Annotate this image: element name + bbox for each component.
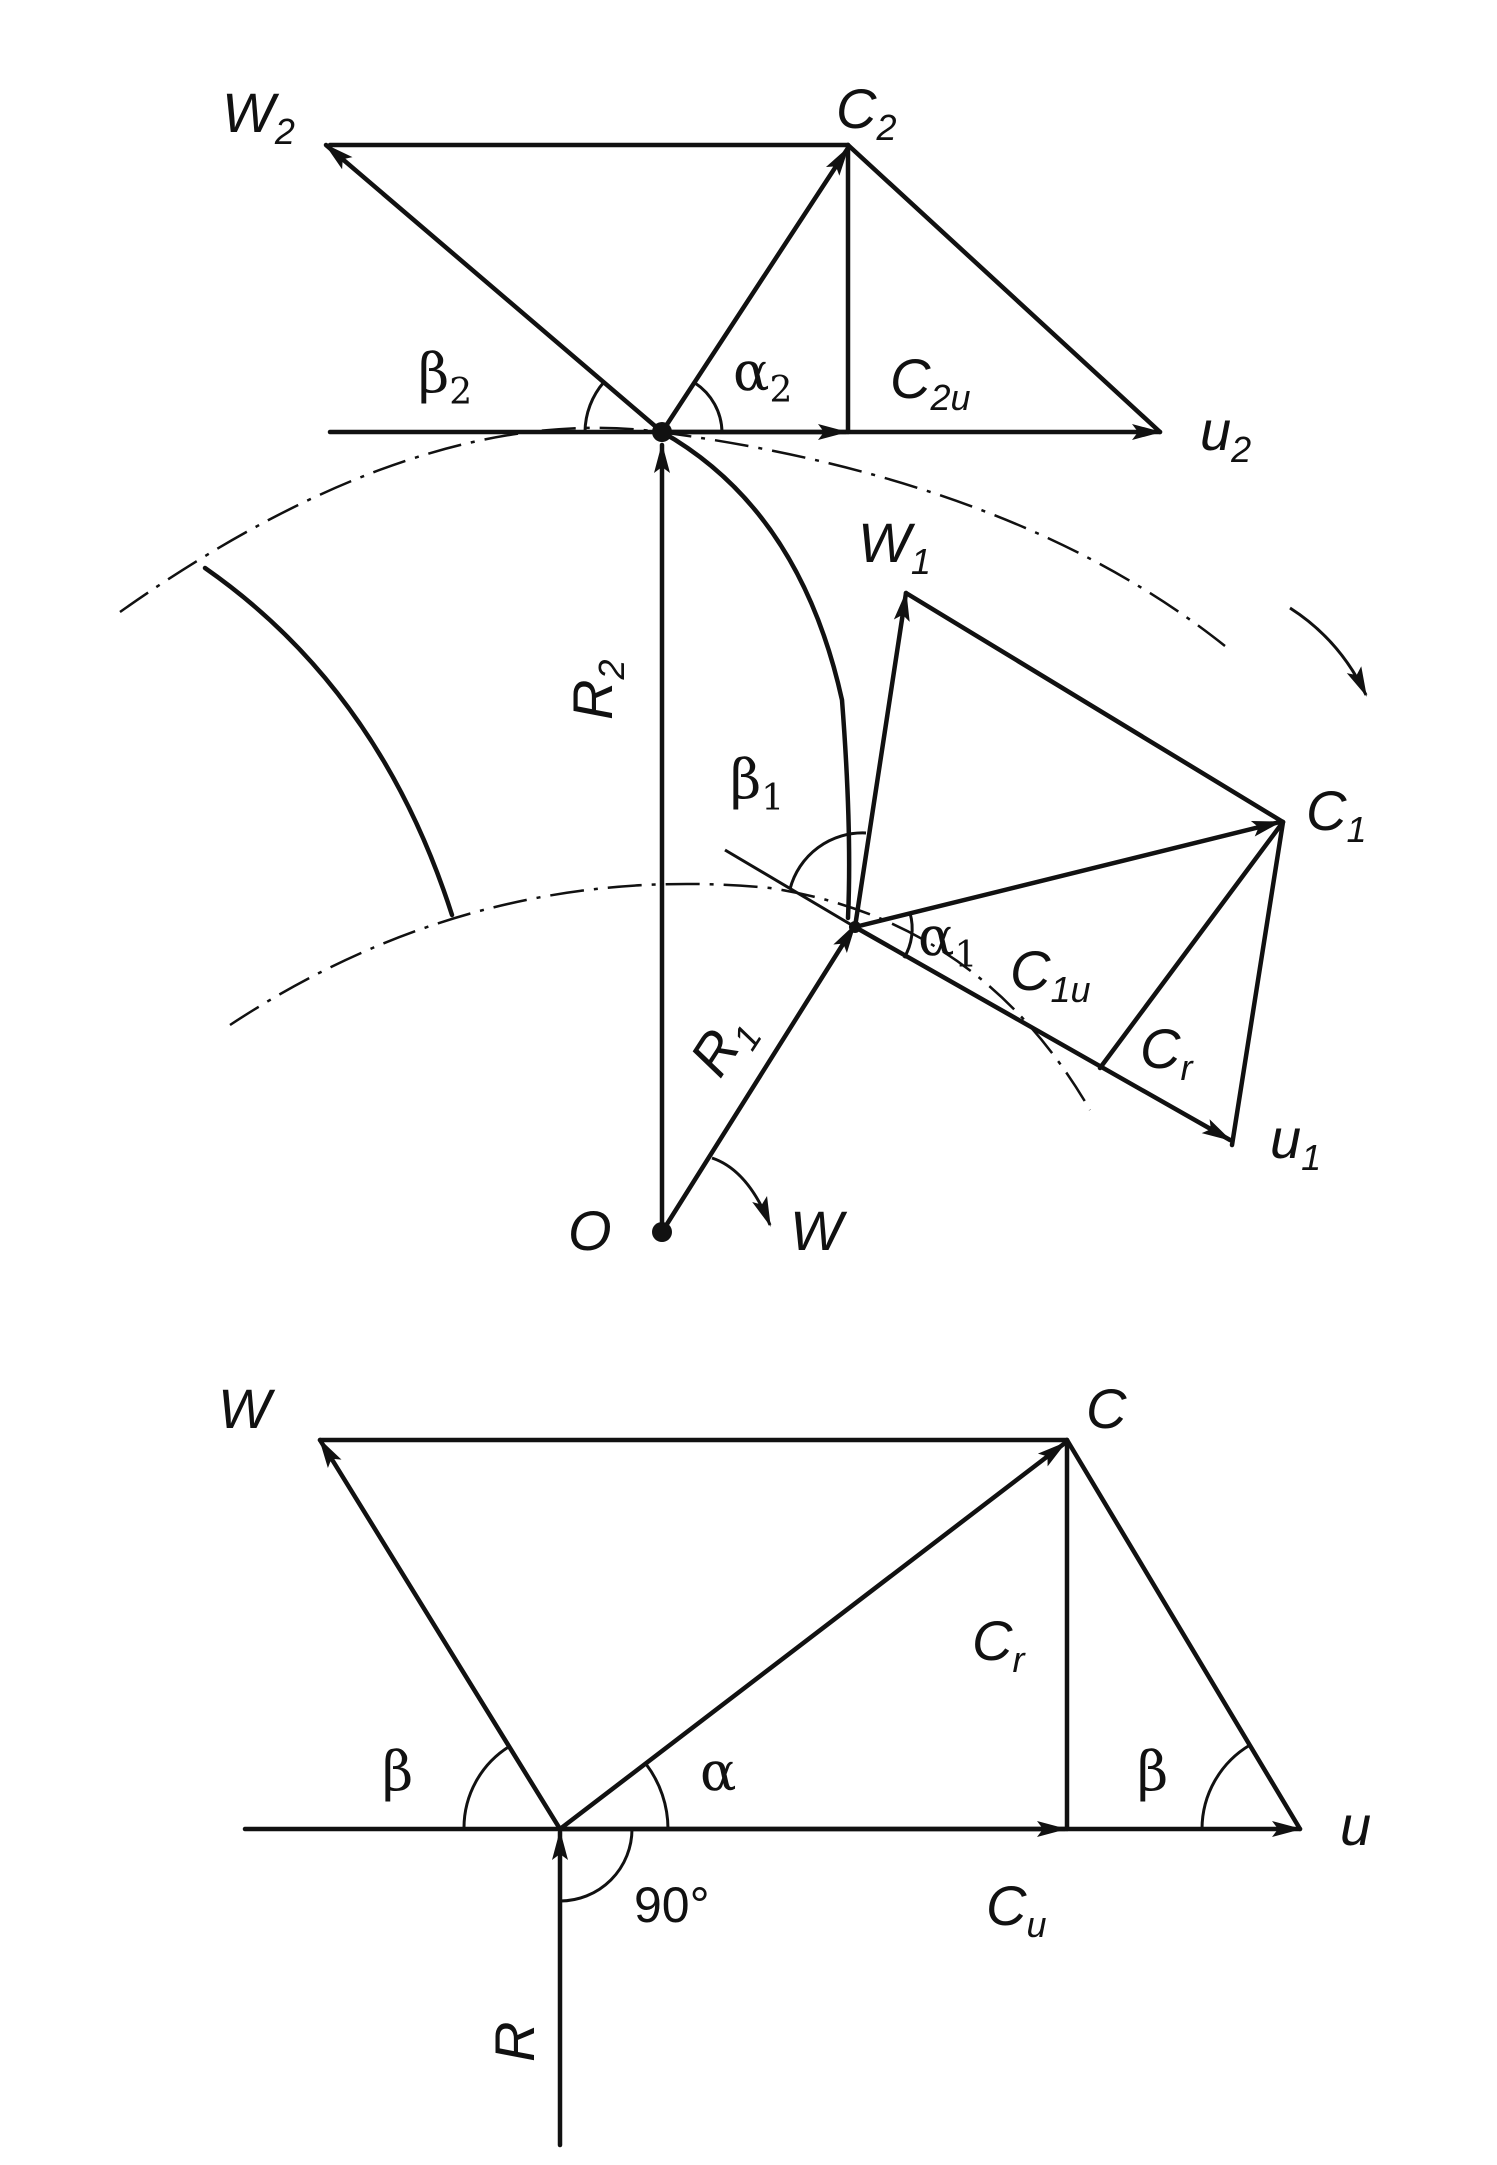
label-cu: Cu [986, 1874, 1046, 1945]
general-velocity-triangle: W C Cr β α β u Cu 90° R [218, 1377, 1371, 2148]
beta-arc-left [462, 1744, 511, 1830]
blade-left [202, 565, 455, 918]
inlet-point [849, 921, 861, 933]
c1-vector [852, 819, 1283, 930]
label-angle-90: 90° [634, 1877, 710, 1933]
label-beta-left: β [382, 1740, 413, 1803]
impeller-diagram: W2 C2 β2 α2 C2u u2 W1 R2 β1 C1 α1 [119, 77, 1368, 1262]
label-beta-right: β [1137, 1740, 1168, 1803]
label-beta1: β1 [730, 748, 784, 819]
label-alpha2: α2 [733, 340, 792, 411]
label-cr: Cr [972, 1609, 1026, 1680]
alpha2-arc [694, 381, 724, 433]
outlet-point [652, 422, 672, 442]
omega-arrow [711, 1156, 772, 1227]
c2-vector [659, 145, 851, 435]
label-u2: u2 [1200, 399, 1251, 470]
w1-c1-line [903, 590, 1286, 825]
r1-vector [659, 922, 858, 1235]
c1-u1-line [1229, 819, 1286, 1148]
label-w2: W2 [222, 81, 295, 152]
label-omega: W [790, 1199, 848, 1262]
label-beta2: β2 [418, 342, 472, 413]
label-w1: W1 [858, 511, 931, 582]
outer-circle-arc [119, 426, 1231, 651]
inner-circle-arc [229, 882, 1092, 1111]
c-u-line [1064, 1437, 1303, 1832]
w-vector [317, 1437, 563, 1832]
label-c1: C1 [1306, 779, 1366, 850]
blade-main [659, 429, 852, 921]
label-alpha: α [700, 1740, 736, 1803]
label-w: W [218, 1377, 276, 1440]
w1-vector [852, 590, 910, 930]
origin-point [652, 1222, 672, 1242]
u1-vector [852, 924, 1233, 1143]
label-r1: R1 [677, 1001, 769, 1090]
label-c2u: C2u [890, 347, 971, 418]
label-r: R [483, 2022, 546, 2062]
label-u1: u1 [1270, 1107, 1321, 1178]
label-cr1: Cr [1140, 1017, 1194, 1088]
label-r2: R2 [561, 660, 632, 720]
w2-vector [323, 142, 665, 435]
alpha-arc [644, 1763, 670, 1830]
label-c: C [1086, 1377, 1127, 1440]
beta1-arc [788, 831, 867, 890]
label-c2: C2 [836, 77, 896, 148]
cr1-line [1097, 819, 1286, 1071]
c2-u2-line [845, 142, 1163, 435]
beta2-arc [583, 381, 606, 433]
label-origin: O [568, 1199, 612, 1262]
c-vector [557, 1440, 1068, 1832]
alpha1-arc [902, 912, 914, 959]
rotation-arrow [1289, 606, 1368, 697]
label-c1u: C1u [1010, 939, 1091, 1010]
label-u: u [1340, 1794, 1371, 1857]
label-alpha1: α1 [918, 905, 977, 976]
right-angle-arc [559, 1828, 634, 1903]
beta-arc-right [1200, 1743, 1251, 1830]
